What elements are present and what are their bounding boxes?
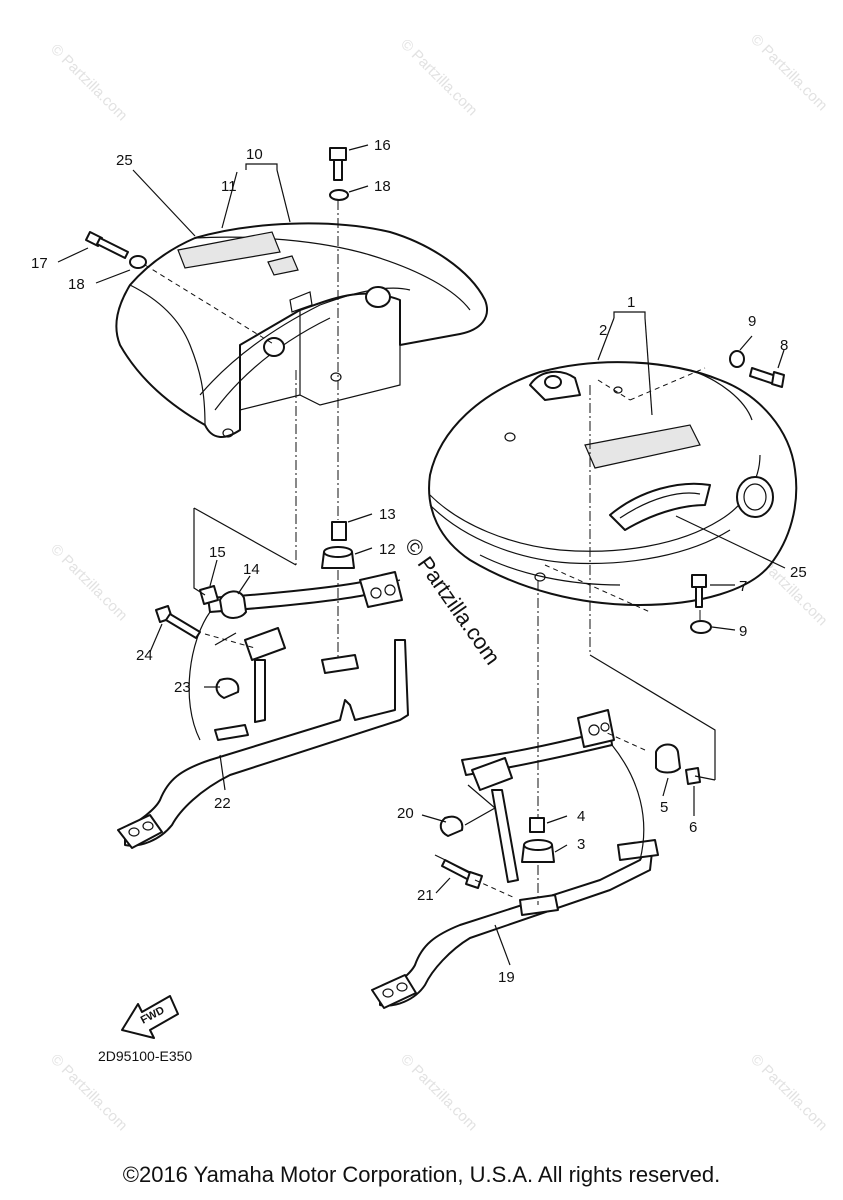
- callout-17: 17: [31, 255, 48, 272]
- watermark: © Partzilla.com: [747, 31, 830, 114]
- callout-15: 15: [209, 544, 226, 561]
- leader-lines: [57, 144, 786, 966]
- callout-8: 8: [780, 337, 788, 354]
- watermark: © Partzilla.com: [747, 1051, 830, 1134]
- callout-24: 24: [136, 647, 153, 664]
- copyright-notice: ©2016 Yamaha Motor Corporation, U.S.A. A…: [122, 1162, 721, 1187]
- watermark: © Partzilla.com: [397, 36, 480, 119]
- callout-22: 22: [214, 795, 231, 812]
- right-saddlebag: [428, 361, 798, 606]
- callout-6: 6: [689, 819, 697, 836]
- callout-9-upper: 9: [748, 313, 756, 330]
- callout-18-upper: 18: [374, 178, 391, 195]
- watermark: © Partzilla.com: [397, 1051, 480, 1134]
- assembly-lines: [144, 200, 716, 905]
- callout-25-lower: 25: [790, 564, 807, 581]
- callout-4: 4: [577, 808, 585, 825]
- hardware: [85, 147, 785, 889]
- diagram-code: 2D95100-E350: [98, 1048, 193, 1064]
- callout-16: 16: [374, 137, 391, 154]
- watermark: © Partzilla.com: [47, 41, 130, 124]
- callouts: 1 2 3 4 5 6 7 8 9 9 10 11 12 13 14 15 16…: [31, 137, 807, 986]
- callout-14: 14: [243, 561, 260, 578]
- fwd-arrow: FWD: [121, 995, 179, 1039]
- callout-11: 11: [221, 178, 237, 195]
- callout-2: 2: [599, 322, 607, 339]
- callout-7: 7: [739, 578, 747, 595]
- callout-3: 3: [577, 836, 585, 853]
- callout-1: 1: [627, 294, 635, 311]
- right-stay-bracket: [371, 709, 659, 1009]
- callout-20: 20: [397, 805, 414, 822]
- callout-13: 13: [379, 506, 396, 523]
- callout-5: 5: [660, 799, 668, 816]
- left-saddlebag: [115, 222, 488, 438]
- callout-25-upper: 25: [116, 152, 133, 169]
- callout-23: 23: [174, 679, 191, 696]
- callout-12: 12: [379, 541, 396, 558]
- left-stay-bracket: [117, 571, 409, 849]
- callout-18-lower: 18: [68, 276, 85, 293]
- callout-19: 19: [498, 969, 515, 986]
- callout-10: 10: [246, 146, 263, 163]
- callout-21: 21: [417, 887, 434, 904]
- callout-9-lower: 9: [739, 623, 747, 640]
- watermark: © Partzilla.com: [47, 541, 130, 624]
